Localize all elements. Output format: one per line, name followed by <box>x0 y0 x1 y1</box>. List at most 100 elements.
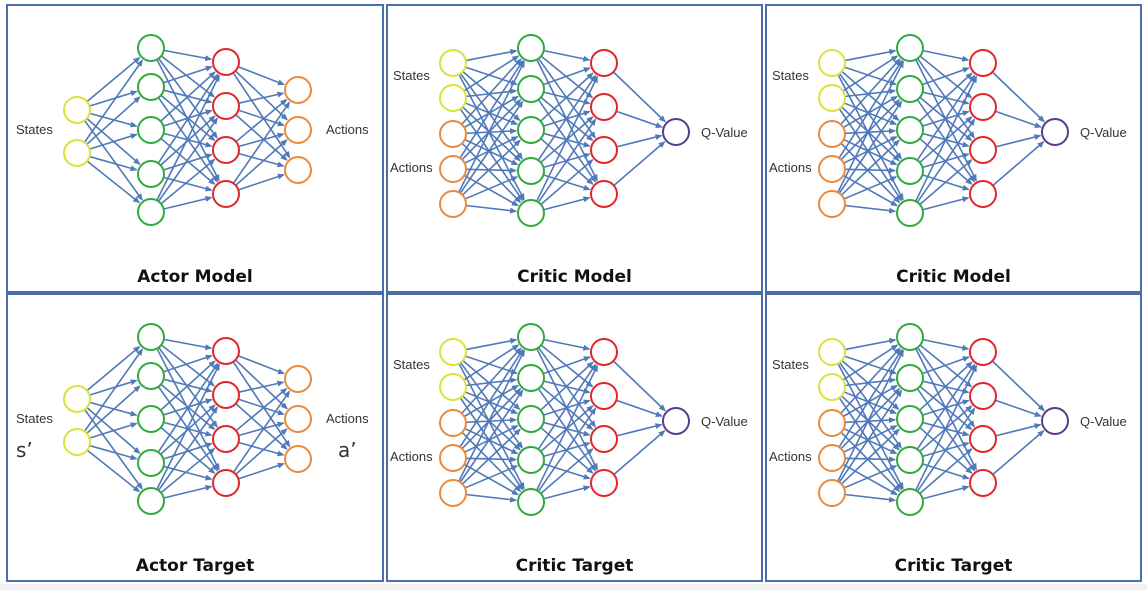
connection-arrow <box>465 338 518 351</box>
connection-arrow <box>922 196 970 211</box>
connection-arrow <box>840 142 901 204</box>
panel-title: Critic Model <box>517 267 632 287</box>
action-output-node <box>284 445 312 473</box>
connection-arrow <box>157 406 218 491</box>
connection-arrow <box>843 176 898 200</box>
panel-title: Critic Target <box>516 556 634 576</box>
connection-arrow <box>537 118 597 203</box>
connection-arrow <box>89 401 138 417</box>
connection-arrow <box>238 91 285 104</box>
connection-arrow <box>838 348 903 448</box>
connection-arrow <box>844 456 897 463</box>
hidden-layer-2-node <box>212 180 240 208</box>
connection-arrow <box>542 356 591 375</box>
states-label: States <box>772 357 809 372</box>
hidden-layer-1-node <box>896 488 924 516</box>
q-value-label: Q-Value <box>701 414 748 429</box>
hidden-layer-2-node <box>590 338 618 366</box>
connection-arrow <box>86 345 141 392</box>
connection-arrow <box>537 407 597 492</box>
connection-arrow <box>838 100 903 194</box>
connection-arrow <box>921 356 970 375</box>
connection-arrow <box>914 364 978 491</box>
connection-arrow <box>535 364 599 491</box>
connection-arrow <box>160 55 215 98</box>
q-value-output-node <box>1041 407 1069 435</box>
connection-arrow <box>461 142 522 204</box>
panel-title: Actor Model <box>137 267 252 287</box>
actions-label: Actions <box>390 449 433 464</box>
connection-arrow <box>158 346 218 428</box>
hidden-layer-1-node <box>896 157 924 185</box>
hidden-layer-1-node <box>896 116 924 144</box>
state-input-node <box>818 84 846 112</box>
hidden-layer-1-node <box>896 364 924 392</box>
connection-arrow <box>465 355 518 375</box>
connection-arrow <box>843 135 898 164</box>
connection-arrow <box>465 493 518 503</box>
connection-arrow <box>459 389 524 483</box>
connection-arrow <box>163 338 213 351</box>
connection-arrow <box>160 71 216 122</box>
action-input-node <box>818 444 846 472</box>
connection-arrow <box>844 355 897 375</box>
connection-arrow <box>844 66 897 86</box>
action-input-node <box>818 409 846 437</box>
connection-arrow <box>465 456 518 463</box>
connection-arrow <box>465 128 518 135</box>
connection-arrow <box>844 493 897 503</box>
connection-arrow <box>616 399 663 417</box>
hidden-layer-1-node <box>517 116 545 144</box>
connection-arrow <box>914 75 978 202</box>
connection-arrow <box>160 115 216 166</box>
connection-arrow <box>919 448 973 495</box>
nodes <box>439 323 690 516</box>
connection-arrow <box>843 391 898 415</box>
connection-arrow <box>160 360 216 411</box>
connection-arrow <box>235 98 288 143</box>
connection-arrow <box>86 385 141 434</box>
hidden-layer-2-node <box>212 425 240 453</box>
connection-arrow <box>157 73 219 164</box>
nodes <box>63 323 312 515</box>
connection-arrow <box>463 95 519 129</box>
connection-arrow <box>158 57 218 139</box>
actions-label: Actions <box>326 122 369 137</box>
connection-arrow <box>235 387 288 432</box>
connection-arrow <box>89 379 138 396</box>
connection-arrow <box>89 155 138 172</box>
state-input-node <box>63 96 91 124</box>
hidden-layer-2-node <box>590 425 618 453</box>
connection-arrow <box>235 139 288 186</box>
connection-arrow <box>238 421 285 437</box>
panel-title: Critic Target <box>895 556 1013 576</box>
edges <box>458 49 666 214</box>
connection-arrow <box>838 73 902 160</box>
edges <box>83 49 291 210</box>
connection-arrow <box>463 174 519 207</box>
hidden-layer-2-node <box>969 49 997 77</box>
connection-arrow <box>922 338 970 351</box>
connection-arrow <box>232 390 291 473</box>
connection-arrow <box>461 431 522 493</box>
connection-arrow <box>916 118 976 203</box>
connection-arrow <box>232 72 291 159</box>
state-input-node <box>439 373 467 401</box>
q-value-label: Q-Value <box>701 125 748 140</box>
action-input-node <box>439 409 467 437</box>
action-input-node <box>439 479 467 507</box>
connection-arrow <box>612 71 666 123</box>
connection-arrow <box>163 442 213 460</box>
connection-arrow <box>844 377 897 387</box>
connection-arrow <box>838 362 902 449</box>
connection-arrow <box>459 73 523 160</box>
connection-arrow <box>163 176 213 192</box>
hidden-layer-1-node <box>517 34 545 62</box>
connection-arrow <box>840 388 901 450</box>
connection-arrow <box>160 447 216 494</box>
